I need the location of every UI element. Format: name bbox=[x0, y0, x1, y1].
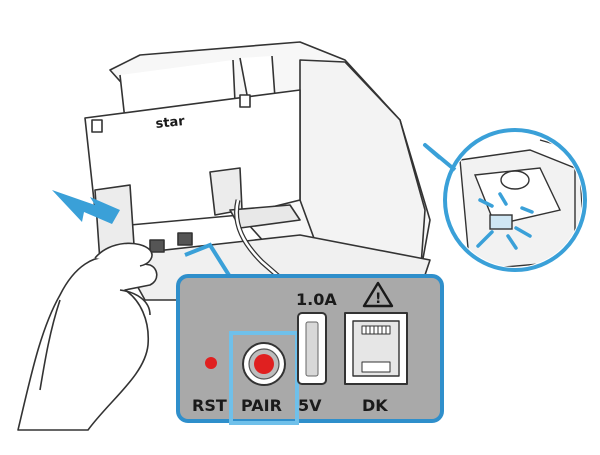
svg-text:!: ! bbox=[375, 291, 381, 307]
usb-label: 5V bbox=[298, 396, 322, 415]
usb-port-icon bbox=[297, 312, 327, 385]
pair-label: PAIR bbox=[241, 396, 282, 415]
brand-logo: star bbox=[155, 114, 186, 132]
hand-illustration bbox=[17, 242, 158, 431]
rst-led-icon bbox=[205, 357, 217, 369]
arrow-right-icon bbox=[52, 190, 120, 224]
rj11-jack-icon bbox=[344, 312, 408, 385]
warning-triangle-icon: ! bbox=[362, 281, 394, 308]
pair-button-icon[interactable] bbox=[242, 342, 286, 386]
rst-label: RST bbox=[192, 396, 227, 415]
zoom-callout bbox=[423, 128, 587, 272]
current-rating-label: 1.0A bbox=[296, 290, 337, 309]
dk-label: DK bbox=[362, 396, 388, 415]
